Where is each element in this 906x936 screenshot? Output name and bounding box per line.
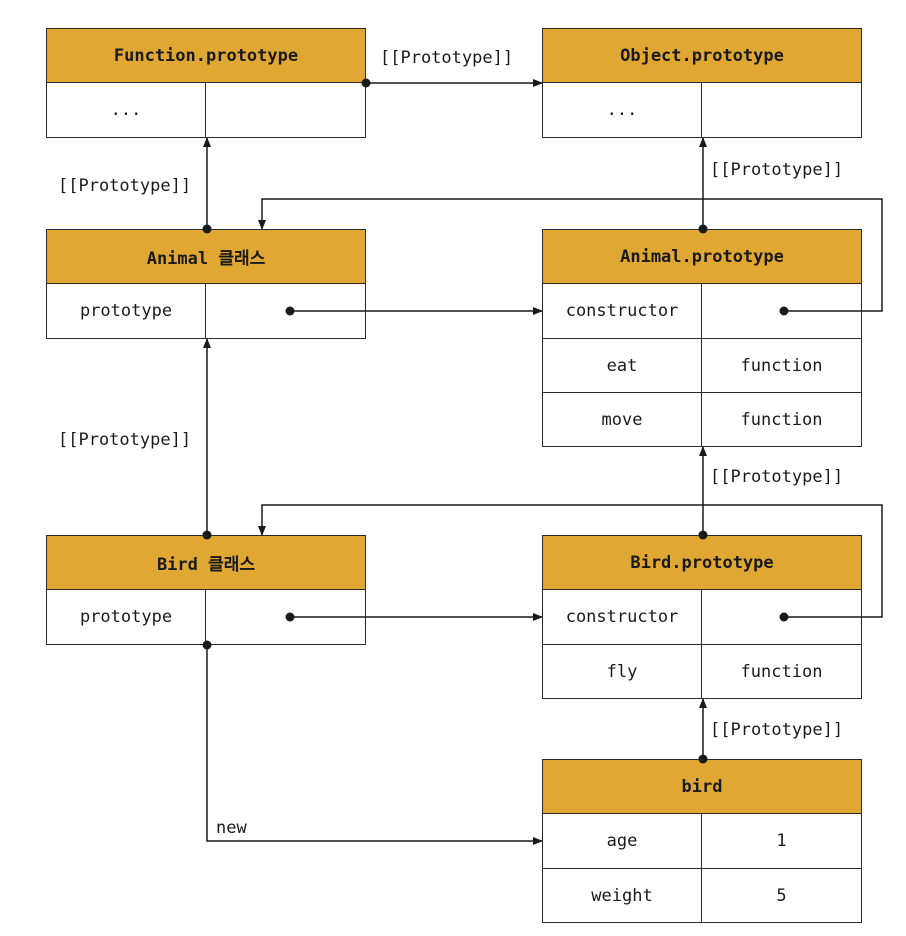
row-value: function xyxy=(740,355,823,376)
dot-bird-class-bottom xyxy=(202,640,212,650)
label-bird-to-bird-proto: [[Prototype]] xyxy=(710,720,844,740)
table-row: prototype xyxy=(47,590,365,644)
dot-animal-class-top xyxy=(202,224,212,234)
row-value: 1 xyxy=(776,831,787,851)
dot-bird-proto-top xyxy=(698,530,708,540)
bird-prototype-box: Bird.prototype constructor fly function xyxy=(542,535,862,699)
bird-class-title: Bird 클래스 xyxy=(47,536,365,590)
animal-class-title: Animal 클래스 xyxy=(47,230,365,284)
dot-animal-constructor xyxy=(779,306,789,316)
edge-new xyxy=(206,645,543,845)
label-new: new xyxy=(216,818,247,838)
row-key: constructor xyxy=(543,590,702,644)
dot-bird-class-top xyxy=(202,530,212,540)
row-value: function xyxy=(740,661,823,682)
dot-bird-instance-top xyxy=(698,754,708,764)
table-row: constructor xyxy=(543,284,861,338)
row-key: move xyxy=(543,393,702,446)
row-key: ... xyxy=(47,83,206,137)
label-animal-class-proto: [[Prototype]] xyxy=(58,176,192,196)
label-bird-class-proto: [[Prototype]] xyxy=(58,430,192,450)
row-key: eat xyxy=(543,339,702,392)
table-row: weight 5 xyxy=(543,868,861,922)
row-key: age xyxy=(543,814,702,868)
table-row: constructor xyxy=(543,590,861,644)
table-row: ... xyxy=(47,83,365,137)
dot-bird-constructor xyxy=(779,612,789,622)
label-bird-proto-to-animal-proto: [[Prototype]] xyxy=(710,467,844,487)
row-value: function xyxy=(740,409,823,430)
row-key: fly xyxy=(543,645,702,698)
row-key: ... xyxy=(543,83,702,137)
dot-bird-class-prototype xyxy=(285,612,295,622)
object-prototype-box: Object.prototype ... xyxy=(542,28,862,138)
object-prototype-title: Object.prototype xyxy=(543,29,861,83)
bird-instance-box: bird age 1 weight 5 xyxy=(542,759,862,923)
bird-instance-title: bird xyxy=(543,760,861,814)
function-prototype-title: Function.prototype xyxy=(47,29,365,83)
function-prototype-box: Function.prototype ... xyxy=(46,28,366,138)
table-row: eat function xyxy=(543,338,861,392)
table-row: age 1 xyxy=(543,814,861,868)
edge-bird-constructor xyxy=(258,504,883,618)
table-row: ... xyxy=(543,83,861,137)
dot-animal-proto-top xyxy=(698,224,708,234)
table-row: prototype xyxy=(47,284,365,338)
edge-animal-constructor xyxy=(258,198,883,312)
label-function-to-object: [[Prototype]] xyxy=(380,48,514,68)
row-key: prototype xyxy=(47,590,206,644)
bird-prototype-title: Bird.prototype xyxy=(543,536,861,590)
row-key: weight xyxy=(543,869,702,922)
animal-prototype-title: Animal.prototype xyxy=(543,230,861,284)
label-animal-proto-to-object: [[Prototype]] xyxy=(710,160,844,180)
dot-function-proto xyxy=(361,78,371,88)
table-row: fly function xyxy=(543,644,861,698)
row-key: prototype xyxy=(47,284,206,338)
row-key: constructor xyxy=(543,284,702,338)
animal-class-box: Animal 클래스 prototype xyxy=(46,229,366,339)
table-row: move function xyxy=(543,392,861,446)
row-value: 5 xyxy=(776,885,787,906)
bird-class-box: Bird 클래스 prototype xyxy=(46,535,366,645)
dot-animal-class-prototype xyxy=(285,306,295,316)
